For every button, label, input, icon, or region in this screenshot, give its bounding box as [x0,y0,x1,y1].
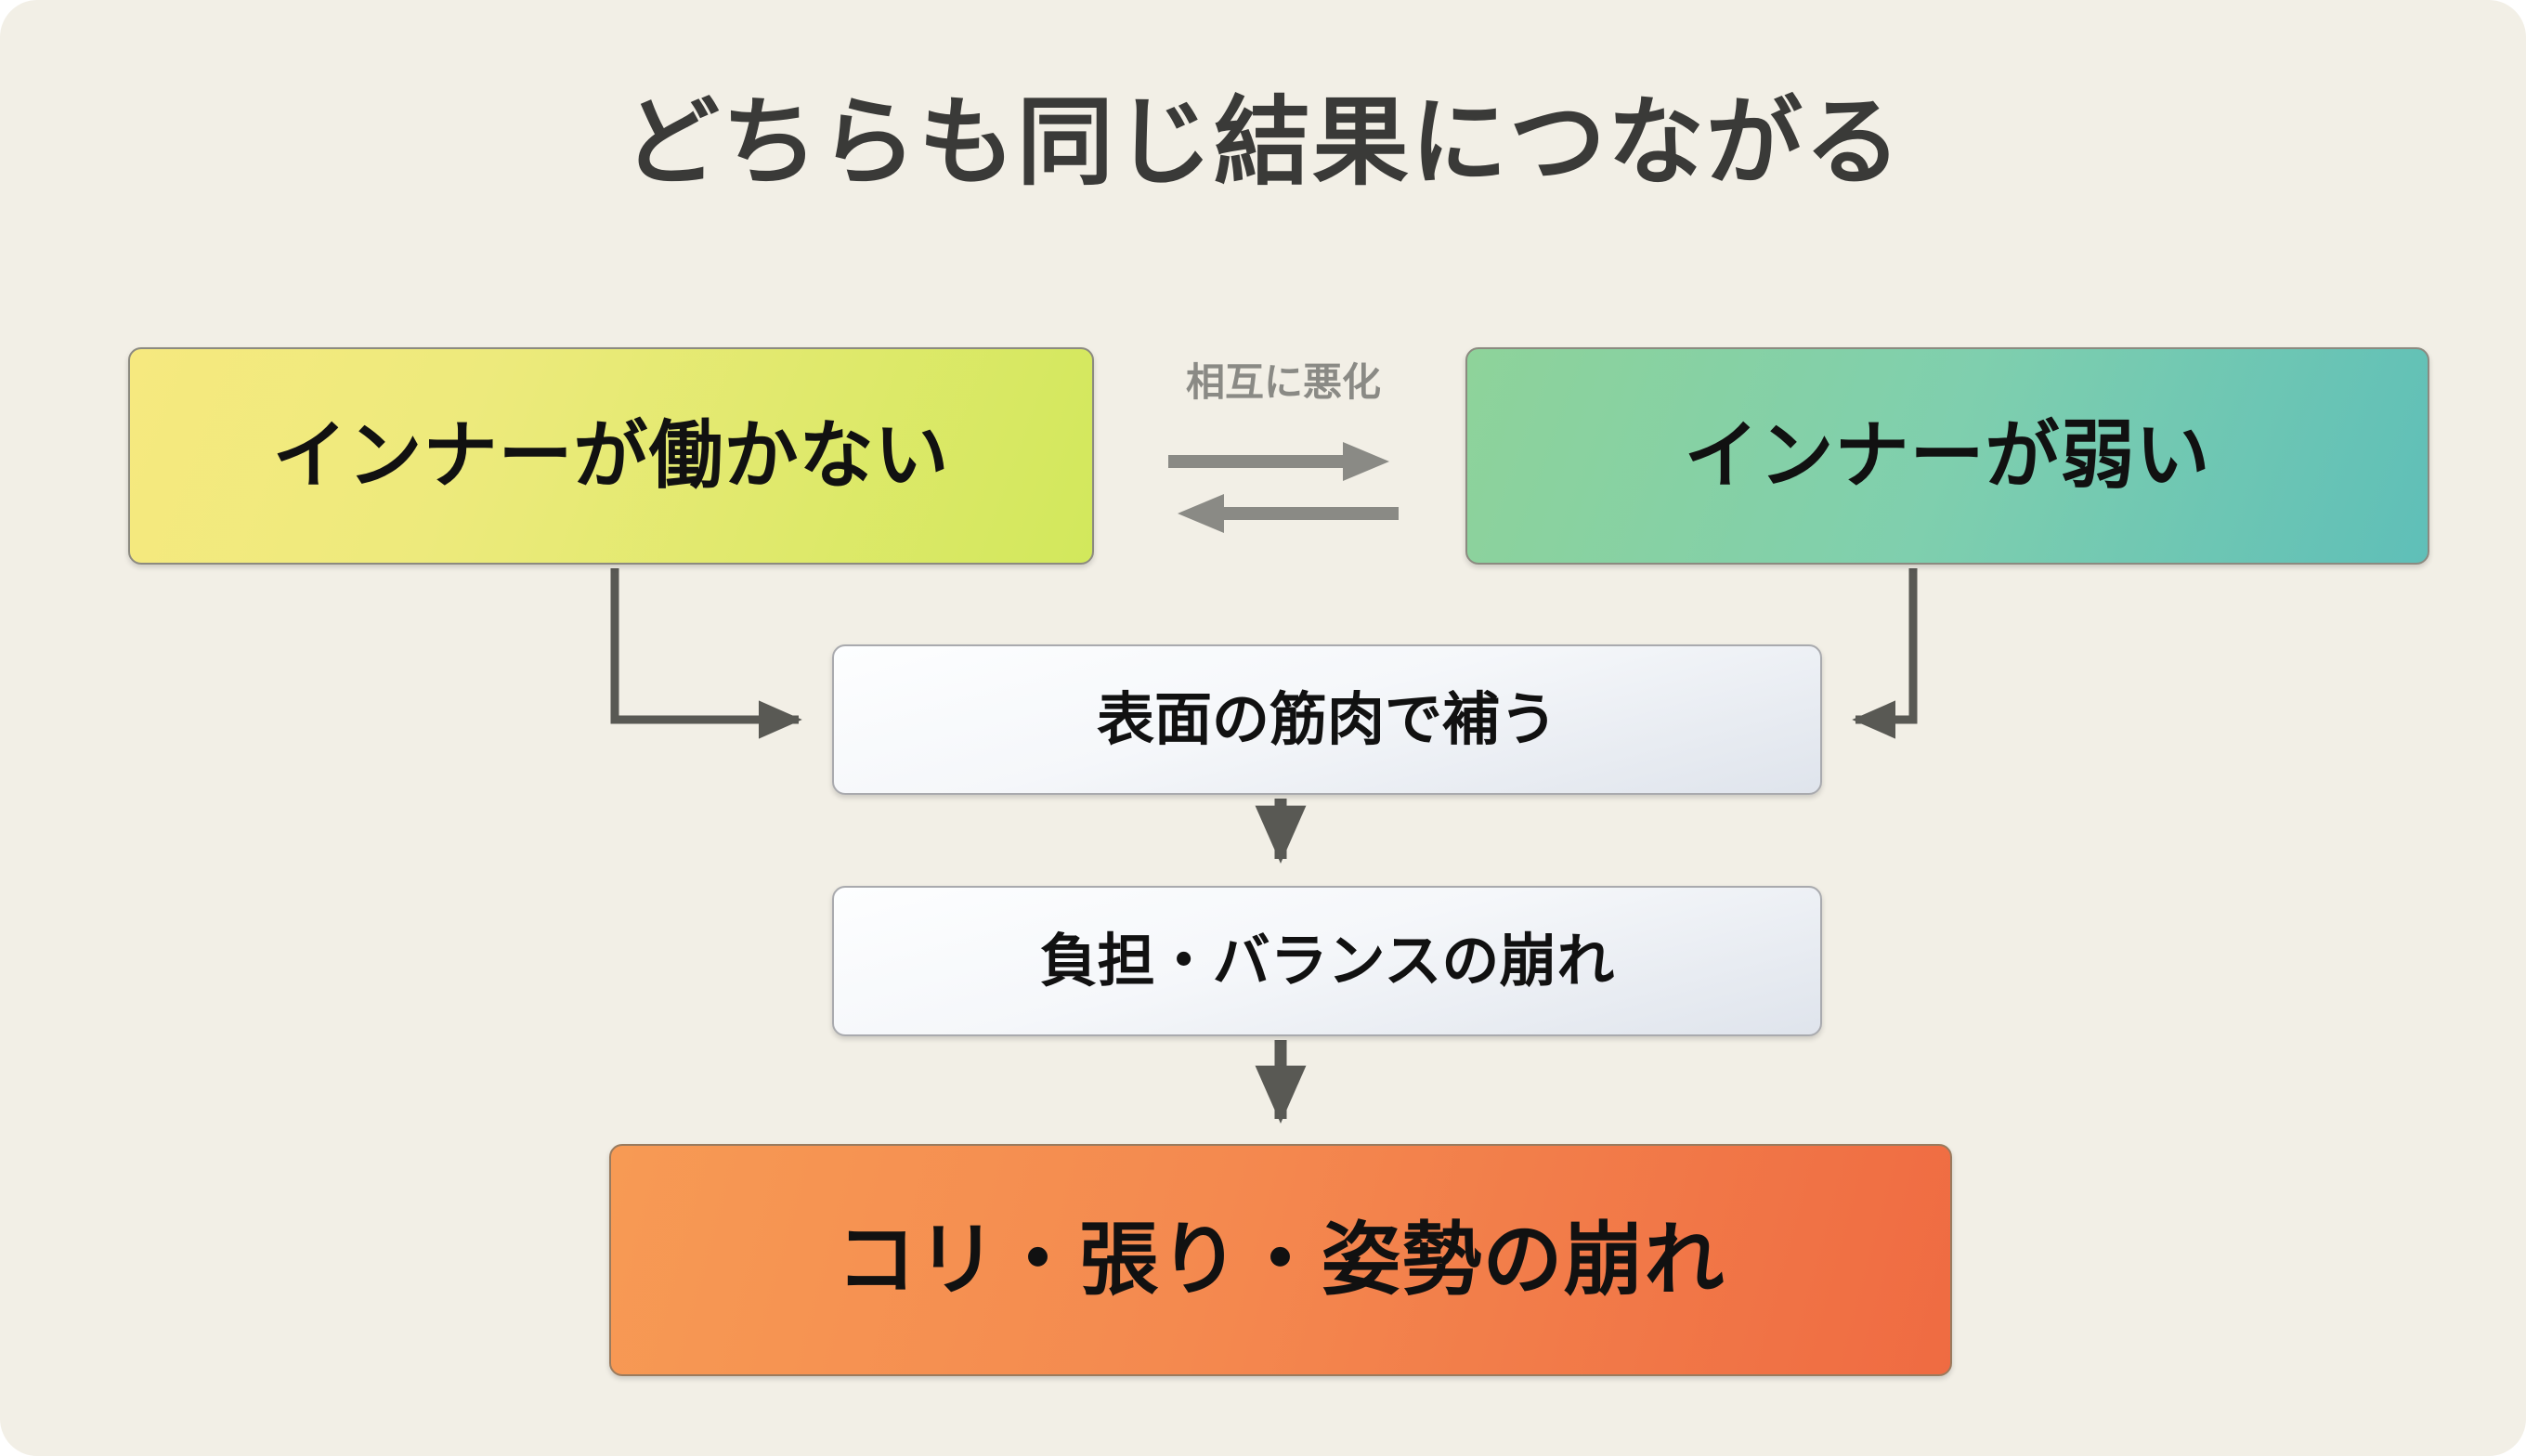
mutual-relation-group: 相互に悪化 [1122,351,1445,546]
page-title: どちらも同じ結果につながる [622,85,1903,199]
edge-weak-to-compensate [1852,568,1918,739]
node-compensate-label: 表面の筋肉で補う [1096,685,1557,754]
bidirectional-arrows-icon [1168,442,1399,533]
node-inner-inactive[interactable]: インナーが働かない [128,347,1094,565]
node-imbalance-label: 負担・バランスの崩れ [1039,927,1615,995]
node-inner-weak[interactable]: インナーが弱い [1465,347,2429,565]
mutual-relation-label: 相互に悪化 [1185,359,1381,405]
node-inner-weak-label: インナーが弱い [1684,412,2211,499]
node-compensate[interactable]: 表面の筋肉で補う [832,644,1822,795]
node-result[interactable]: コリ・張り・姿勢の崩れ [609,1144,1952,1376]
node-inner-inactive-label: インナーが働かない [272,412,950,499]
node-imbalance[interactable]: 負担・バランスの崩れ [832,886,1822,1036]
edge-inactive-to-compensate [610,568,802,739]
node-result-label: コリ・張り・姿勢の崩れ [836,1213,1725,1306]
